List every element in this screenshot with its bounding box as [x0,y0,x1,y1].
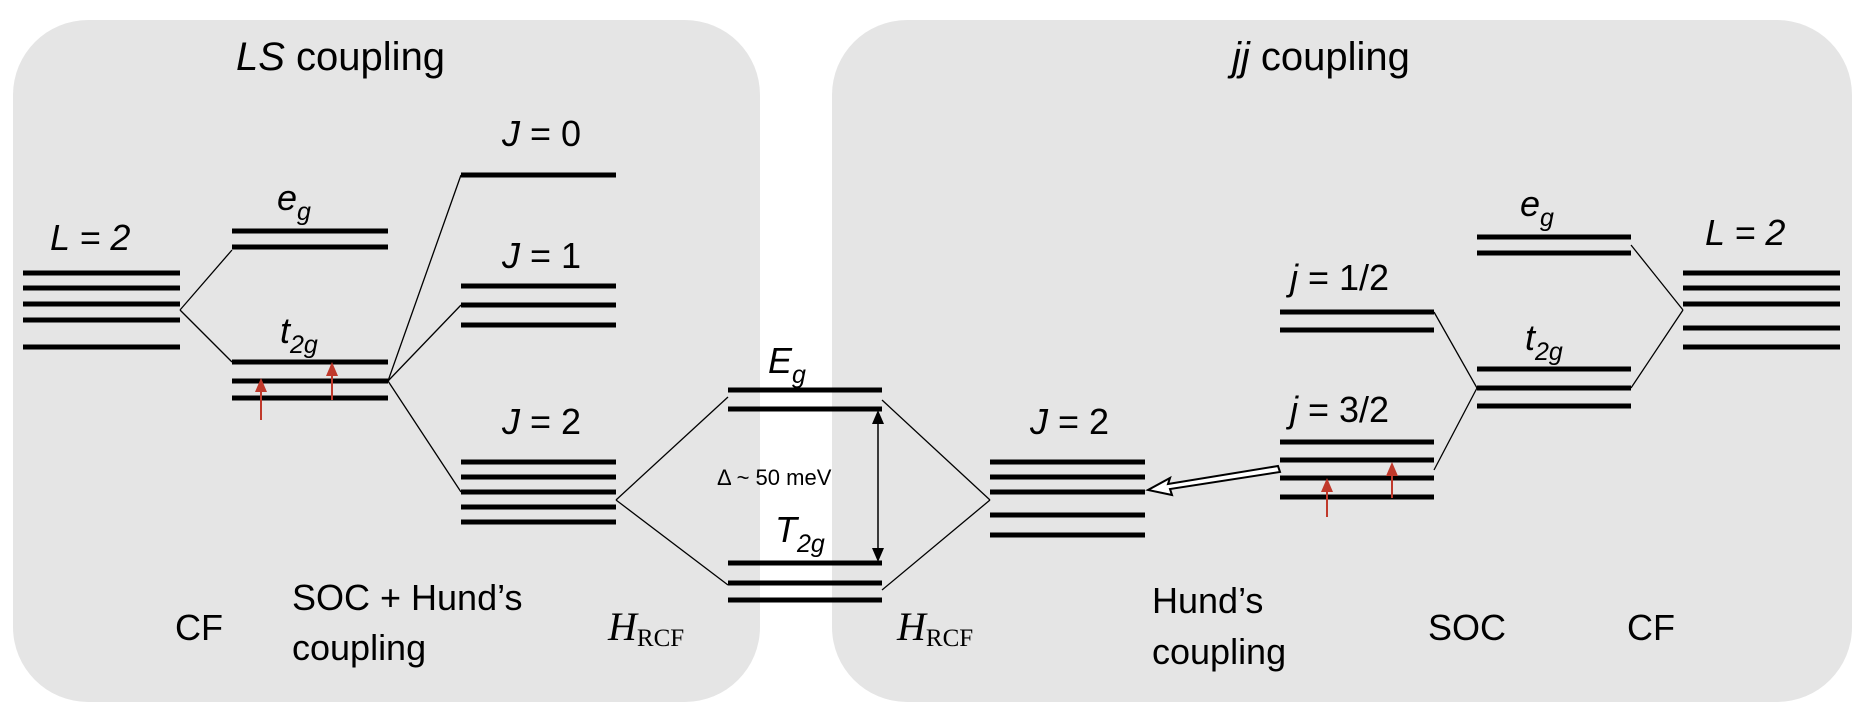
jj-coupling-panel [832,20,1852,702]
gap-label: Δ ~ 50 meV [717,465,832,490]
jj-hund-label-1: Hund’s [1152,580,1263,621]
ls-soc-hund-label-2: coupling [292,627,426,668]
jj-j12-label: j = 1/2 [1285,257,1389,298]
ls-eg-label: eg [277,177,311,226]
ls-L2-label: L = 2 [50,217,130,258]
jj-hund-label-2: coupling [1152,631,1286,672]
jj-electron-arrows [1321,462,1398,517]
jj-j32-label: j = 3/2 [1285,389,1389,430]
jj-j32-levels [1280,439,1434,500]
ls-t2g-levels [232,359,388,401]
jj-eg-levels [1477,234,1631,256]
jj-L2-levels [1683,270,1840,350]
jj-t2g-levels [1477,366,1631,409]
jj-t2g-label: t2g [1525,317,1563,366]
jj-cf-label: CF [1627,607,1675,648]
ls-L2-levels [23,270,180,350]
ls-J1-label: J = 1 [501,235,581,276]
T2g-levels [728,560,882,603]
T2g-label: T2g [775,509,825,558]
jj-eg-label: eg [1520,183,1554,232]
jj-hamiltonian-label: HRCF [896,604,973,652]
jj-L2-label: L = 2 [1705,212,1785,253]
ls-connector-lines [179,174,729,586]
ls-eg-levels [232,228,388,250]
ls-electron-arrows [255,362,338,420]
jj-J2-levels [990,459,1145,538]
ls-soc-hund-label-1: SOC + Hund’s [292,577,522,618]
hund-coupling-arrow [1145,464,1282,497]
jj-soc-label: SOC [1428,607,1506,648]
Eg-label: Eg [768,340,806,389]
jj-connector-lines [881,244,1684,591]
jj-j12-levels [1280,309,1434,333]
ls-J0-label: J = 0 [501,113,581,154]
gap-double-arrow [872,410,884,562]
Eg-levels [728,387,882,412]
ls-cf-label: CF [175,607,223,648]
ls-J2-label: J = 2 [501,401,581,442]
ls-t2g-label: t2g [280,310,318,359]
jj-J2-label: J = 2 [1029,401,1109,442]
jj-panel-title: jj coupling [1227,35,1410,79]
ls-hamiltonian-label: HRCF [607,604,684,652]
ls-J2-levels [461,459,616,525]
ls-panel-title: LS coupling [236,35,445,79]
ls-J1-levels [461,283,616,328]
